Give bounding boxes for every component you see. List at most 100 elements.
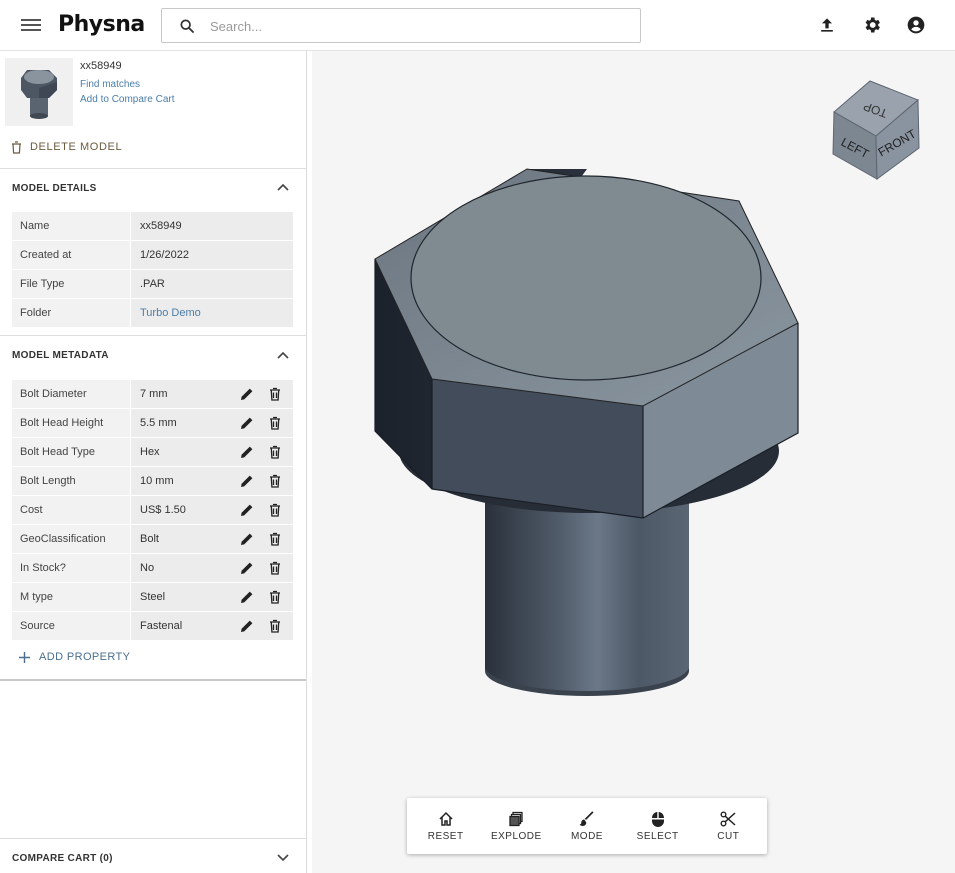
- 3d-viewer[interactable]: TOP LEFT FRONT RESET EXPLODE MODE SELECT…: [312, 51, 955, 873]
- metadata-row: Cost US$ 1.50: [12, 496, 293, 525]
- metadata-row: In Stock?No: [12, 554, 293, 583]
- brush-icon: [579, 810, 594, 826]
- detail-key: Name: [12, 212, 131, 240]
- metadata-row: Bolt Head Type Hex: [12, 438, 293, 467]
- edit-pencil-icon[interactable]: [240, 503, 254, 517]
- add-to-compare-cart-link[interactable]: Add to Compare Cart: [80, 94, 175, 105]
- chevron-up-icon[interactable]: [277, 351, 289, 359]
- cut-button[interactable]: CUT: [696, 811, 760, 842]
- metadata-value: US$ 1.50: [131, 496, 293, 524]
- panel-divider: [0, 679, 306, 681]
- edit-pencil-icon[interactable]: [240, 590, 254, 604]
- metadata-key: Bolt Head Type: [12, 438, 131, 466]
- metadata-value: 7 mm: [131, 380, 293, 408]
- trash-icon[interactable]: [268, 416, 282, 430]
- trash-icon[interactable]: [268, 474, 282, 488]
- row-actions: [240, 619, 282, 633]
- detail-key: Folder: [12, 299, 131, 327]
- metadata-value: 5.5 mm: [131, 409, 293, 437]
- reset-button[interactable]: RESET: [414, 811, 478, 842]
- search-icon: [180, 19, 194, 33]
- metadata-key: Bolt Head Height: [12, 409, 131, 437]
- model-id-label: xx58949: [80, 60, 122, 72]
- mode-label: MODE: [570, 830, 603, 842]
- metadata-value: Hex: [131, 438, 293, 466]
- delete-model-label: DELETE MODEL: [30, 141, 123, 153]
- divider: [0, 168, 306, 169]
- detail-key: Created at: [12, 241, 131, 269]
- compare-cart-label: COMPARE CART (0): [12, 853, 113, 864]
- edit-pencil-icon[interactable]: [240, 561, 254, 575]
- metadata-value-text: 7 mm: [140, 388, 168, 400]
- metadata-value: 10 mm: [131, 467, 293, 495]
- metadata-key: Bolt Diameter: [12, 380, 131, 408]
- select-button[interactable]: SELECT: [626, 811, 690, 842]
- detail-row-filetype: File Type.PAR: [12, 270, 293, 299]
- model-metadata-heading: MODEL METADATA: [12, 350, 109, 361]
- layers-icon: [509, 811, 523, 826]
- add-property-label: ADD PROPERTY: [39, 651, 131, 663]
- compare-cart-bar[interactable]: COMPARE CART (0): [0, 838, 306, 873]
- model-thumbnail[interactable]: [5, 58, 73, 126]
- delete-model-button[interactable]: DELETE MODEL: [11, 139, 122, 155]
- settings-gear-icon[interactable]: [862, 15, 882, 35]
- mouse-icon: [651, 811, 664, 827]
- physna-logo[interactable]: Physna: [58, 12, 145, 37]
- mode-button[interactable]: MODE: [555, 810, 619, 842]
- row-actions: [240, 503, 282, 517]
- divider: [0, 335, 306, 336]
- trash-icon[interactable]: [268, 561, 282, 575]
- upload-icon[interactable]: [817, 15, 837, 35]
- select-label: SELECT: [636, 830, 679, 842]
- detail-value: .PAR: [131, 270, 293, 298]
- trash-icon[interactable]: [268, 619, 282, 633]
- search-box[interactable]: [161, 8, 641, 43]
- detail-value: 1/26/2022: [131, 241, 293, 269]
- trash-icon[interactable]: [268, 532, 282, 546]
- row-actions: [240, 590, 282, 604]
- row-actions: [240, 387, 282, 401]
- metadata-value: Steel: [131, 583, 293, 611]
- edit-pencil-icon[interactable]: [240, 387, 254, 401]
- metadata-value-text: US$ 1.50: [140, 504, 186, 516]
- row-actions: [240, 416, 282, 430]
- edit-pencil-icon[interactable]: [240, 445, 254, 459]
- metadata-key: Cost: [12, 496, 131, 524]
- folder-link[interactable]: Turbo Demo: [131, 299, 293, 327]
- metadata-value-text: Steel: [140, 591, 166, 603]
- hamburger-menu-icon[interactable]: [21, 16, 41, 34]
- find-matches-link[interactable]: Find matches: [80, 79, 141, 90]
- metadata-row: Bolt Diameter 7 mm: [12, 380, 293, 409]
- trash-icon[interactable]: [268, 590, 282, 604]
- edit-pencil-icon[interactable]: [240, 619, 254, 633]
- plus-icon: [19, 651, 30, 663]
- edit-pencil-icon[interactable]: [240, 532, 254, 546]
- home-icon: [439, 811, 453, 826]
- trash-icon[interactable]: [268, 503, 282, 517]
- edit-pencil-icon[interactable]: [240, 416, 254, 430]
- view-cube[interactable]: TOP LEFT FRONT: [829, 78, 921, 182]
- chevron-up-icon[interactable]: [277, 183, 289, 191]
- trash-icon[interactable]: [268, 445, 282, 459]
- metadata-value-text: Fastenal: [140, 620, 183, 632]
- metadata-value-text: Hex: [140, 446, 160, 458]
- add-property-button[interactable]: ADD PROPERTY: [19, 651, 130, 663]
- bolt-3d-model[interactable]: [367, 161, 807, 701]
- edit-pencil-icon[interactable]: [240, 474, 254, 488]
- metadata-value-text: No: [140, 562, 155, 574]
- metadata-row: Source Fastenal: [12, 612, 293, 641]
- explode-button[interactable]: EXPLODE: [484, 811, 548, 842]
- metadata-key: Source: [12, 612, 131, 640]
- search-input[interactable]: [210, 15, 610, 37]
- account-icon[interactable]: [906, 15, 926, 35]
- row-actions: [240, 445, 282, 459]
- chevron-down-icon[interactable]: [277, 854, 289, 862]
- trash-icon[interactable]: [268, 387, 282, 401]
